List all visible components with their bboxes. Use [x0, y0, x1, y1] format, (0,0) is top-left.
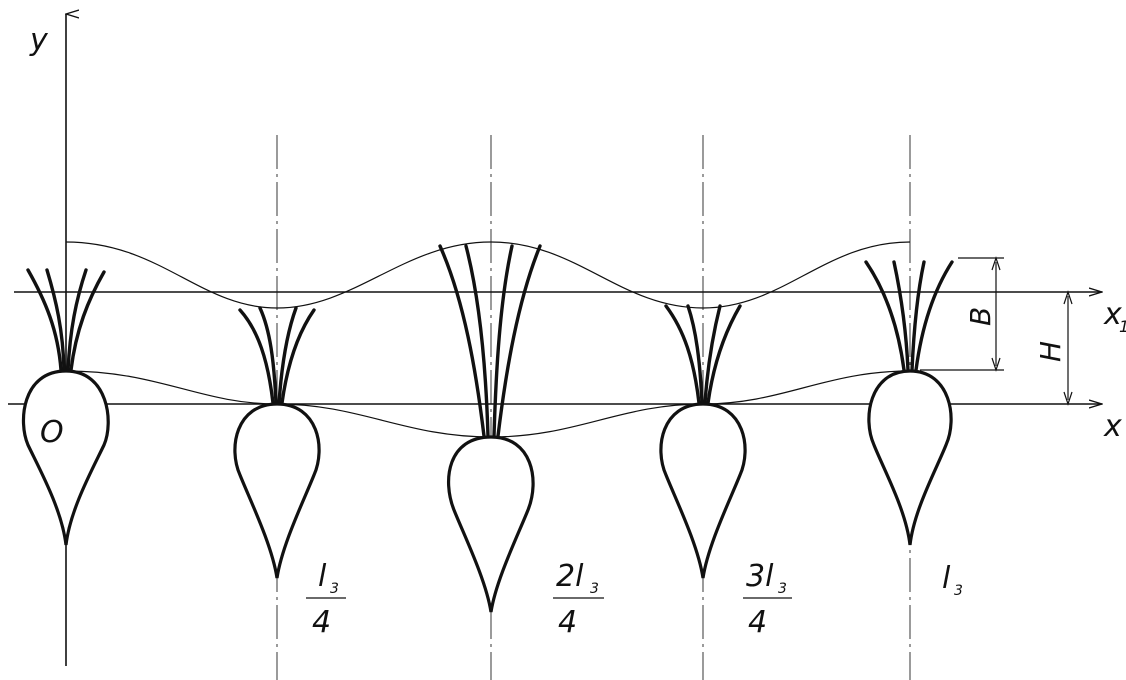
label-half-length: 2l 3 4 [553, 559, 604, 640]
axes [8, 14, 1102, 666]
beet-plant-full [864, 260, 954, 546]
beet-root-three-quarter [659, 402, 747, 579]
quarter-subscript: 3 [330, 581, 339, 597]
y-axis-label: y [29, 23, 49, 58]
three-quarter-numerator: 3l [746, 559, 774, 594]
half-denominator: 4 [558, 605, 577, 640]
quarter-numerator: l [318, 559, 327, 594]
label-quarter-length: l 3 4 [306, 559, 346, 640]
beet-plant-half [438, 244, 542, 613]
x1-axis-subscript: 1 [1119, 317, 1126, 336]
dimensions [920, 256, 1073, 406]
upper-wave-curve [65, 241, 911, 309]
origin-label: O [40, 415, 64, 450]
dim-H-arrows [1063, 290, 1073, 406]
half-subscript: 3 [590, 581, 599, 597]
beet-root-full [867, 369, 953, 546]
label-full-length: l 3 [942, 561, 963, 599]
dim-B-arrows [991, 256, 1001, 372]
x-axis-label: x [1103, 409, 1122, 444]
three-quarter-subscript: 3 [778, 581, 787, 597]
dim-B-label: B [964, 307, 997, 326]
label-three-quarter-length: 3l 3 4 [743, 559, 792, 640]
three-quarter-denominator: 4 [748, 605, 767, 640]
beet-root-quarter [233, 402, 321, 579]
quarter-denominator: 4 [312, 605, 331, 640]
full-length-subscript: 3 [954, 583, 963, 599]
beet-plant-quarter [233, 306, 321, 579]
beet-root-half [446, 435, 535, 613]
full-length-letter: l [942, 561, 951, 596]
beet-plant-three-quarter [659, 304, 747, 579]
beet-plant-origin [21, 268, 110, 546]
x1-axis-label: x 1 [1103, 297, 1126, 336]
half-numerator: 2l [556, 559, 584, 594]
beet-root-origin [21, 369, 110, 546]
x1-axis-letter: x [1103, 297, 1122, 332]
dim-H-label: H [1034, 341, 1067, 362]
